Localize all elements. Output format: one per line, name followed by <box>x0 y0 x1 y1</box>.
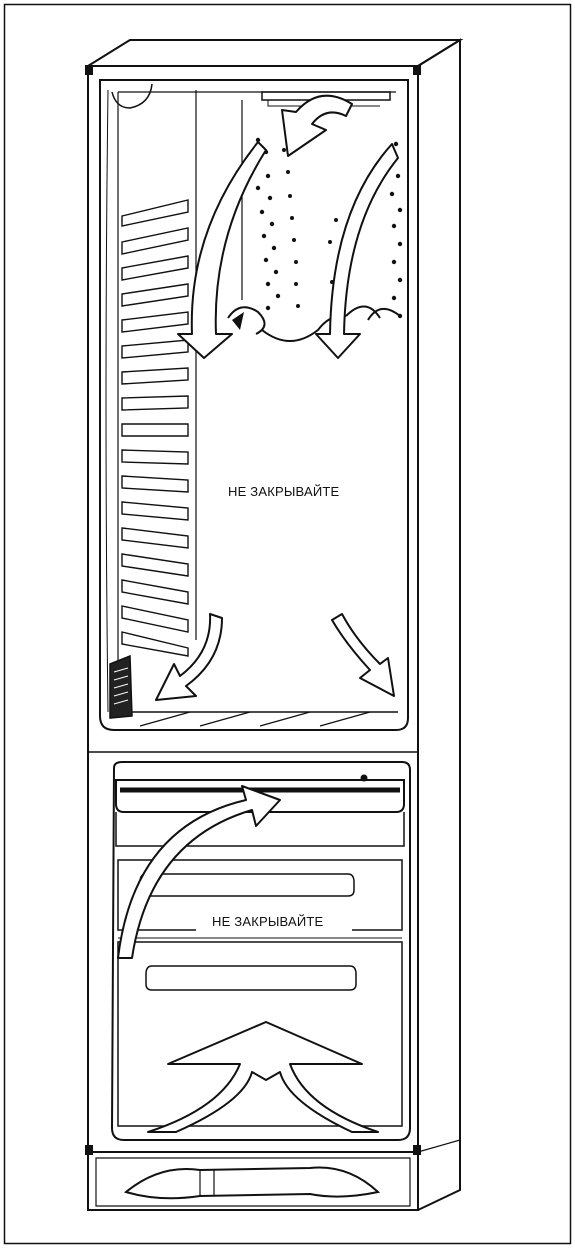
base-vent <box>123 1166 381 1200</box>
upper-compartment <box>99 79 409 731</box>
control-box <box>109 654 133 719</box>
cabinet-base <box>95 1157 411 1207</box>
arrow-up-bottom <box>147 1021 379 1133</box>
airflow-swirls <box>227 305 401 342</box>
arrow-return-left <box>155 613 223 701</box>
label-lower-compartment: НЕ ЗАКРЫВАЙТЕ <box>212 914 324 929</box>
cooling-fins <box>121 199 189 657</box>
airflow-arrows-upper <box>177 94 399 359</box>
label-backing <box>196 909 352 931</box>
lower-compartment <box>110 761 411 1141</box>
refrigerator-cabinet <box>84 38 464 1211</box>
arrow-fan-outlet <box>281 94 353 157</box>
airflow-arrows-lower <box>117 785 379 1133</box>
label-upper-compartment: НЕ ЗАКРЫВАЙТЕ <box>228 484 340 499</box>
arrow-rising-curve <box>117 785 281 959</box>
arrow-return-right <box>331 613 395 697</box>
outer-border <box>3 3 572 1245</box>
arrow-down-right <box>315 143 399 359</box>
arrow-down-left <box>177 141 267 359</box>
cold-air-particles <box>251 137 403 319</box>
airflow-arrows-return <box>155 613 395 701</box>
